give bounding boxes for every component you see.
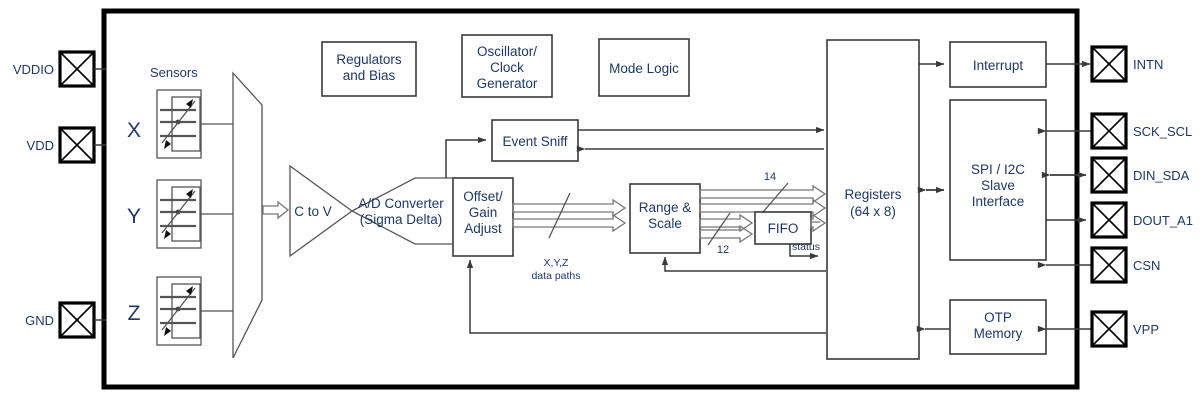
pad-csn: CSN bbox=[1037, 246, 1160, 284]
pad-vdd-label: VDD bbox=[27, 138, 54, 153]
fifo-status-label: status bbox=[792, 241, 820, 253]
sensor-z-axis-label: Z bbox=[128, 302, 141, 325]
bus-width-12-label: 12 bbox=[717, 244, 729, 256]
block-oscillator-clock-generator: Oscillator/ Clock Generator bbox=[461, 34, 553, 98]
block-offset-gain-label-2: Gain bbox=[469, 205, 498, 220]
pad-vddio: VDDIO bbox=[13, 50, 106, 88]
sensor-x-axis-label: X bbox=[127, 119, 141, 142]
pad-sck-scl-label: SCK_SCL bbox=[1133, 124, 1192, 139]
block-regulators-and-bias: Regulators and Bias bbox=[321, 41, 417, 97]
sensor-x: X bbox=[127, 89, 240, 159]
pad-vdd: VDD bbox=[27, 126, 106, 164]
pad-vpp: VPP bbox=[1037, 310, 1159, 348]
block-regulators-label-1: Regulators bbox=[336, 52, 402, 67]
block-spi-label-1: SPI / I2C bbox=[971, 162, 1025, 177]
block-adc: A/D Converter (Sigma Delta) bbox=[350, 177, 457, 245]
block-spi-i2c-slave-interface: SPI / I2C Slave Interface bbox=[949, 99, 1047, 261]
chip-boundary bbox=[101, 8, 1080, 390]
block-oscillator-label-1: Oscillator/ bbox=[477, 44, 537, 59]
block-oscillator-label-3: Generator bbox=[477, 76, 538, 91]
block-offset-gain-adjust: Offset/ Gain Adjust bbox=[452, 177, 514, 257]
block-interrupt-label: Interrupt bbox=[973, 58, 1024, 73]
bus-fifo-to-registers bbox=[810, 213, 827, 233]
sensor-multiplexer bbox=[232, 71, 263, 359]
pad-sck-scl: SCK_SCL bbox=[1037, 112, 1192, 150]
sensor-y: Y bbox=[127, 179, 240, 249]
block-registers-label-2: (64 x 8) bbox=[850, 204, 896, 219]
block-otp-label-1: OTP bbox=[984, 310, 1012, 325]
sensors-group-label: Sensors bbox=[150, 65, 198, 80]
block-offset-gain-label-3: Adjust bbox=[464, 221, 502, 236]
block-range-scale-label-2: Scale bbox=[648, 216, 682, 231]
sensor-z: Z bbox=[128, 276, 240, 346]
bus-width-14-label: 14 bbox=[764, 171, 776, 183]
pad-dout-a1-label: DOUT_A1 bbox=[1133, 213, 1193, 228]
bus-mux-to-ctov bbox=[262, 200, 290, 220]
pad-din-sda-label: DIN_SDA bbox=[1133, 168, 1190, 183]
block-fifo-label: FIFO bbox=[768, 221, 799, 236]
block-range-scale-label-1: Range & bbox=[639, 200, 692, 215]
block-otp-label-2: Memory bbox=[974, 326, 1023, 341]
block-mode-logic-label: Mode Logic bbox=[609, 61, 679, 76]
bus-rangescale-to-registers-14bit bbox=[699, 182, 827, 218]
pad-gnd: GND bbox=[25, 301, 106, 339]
bus-rangescale-to-fifo-12bit bbox=[699, 212, 754, 246]
wire-registers-to-offsetgain bbox=[466, 259, 826, 334]
block-event-sniff: Event Sniff bbox=[491, 119, 579, 162]
block-mode-logic: Mode Logic bbox=[598, 38, 690, 97]
block-registers-label-1: Registers bbox=[844, 187, 901, 202]
block-interrupt: Interrupt bbox=[949, 41, 1047, 88]
pad-din-sda: DIN_SDA bbox=[1041, 156, 1190, 194]
block-event-sniff-label: Event Sniff bbox=[502, 134, 567, 149]
data-paths-label-1: X,Y,Z bbox=[544, 257, 569, 269]
block-c-to-v: C to V bbox=[289, 164, 354, 258]
pad-gnd-label: GND bbox=[25, 313, 54, 328]
wire-fifo-status-to-registers bbox=[789, 244, 819, 260]
block-regulators-label-2: and Bias bbox=[343, 68, 396, 83]
pad-intn: INTN bbox=[1046, 45, 1163, 83]
wire-offsetgain-to-eventsniff bbox=[445, 136, 487, 178]
block-fifo: FIFO bbox=[754, 211, 812, 245]
block-offset-gain-label-1: Offset/ bbox=[463, 189, 503, 204]
block-registers: Registers (64 x 8) bbox=[826, 39, 920, 360]
block-otp-memory: OTP Memory bbox=[949, 299, 1047, 355]
data-paths-label-2: data paths bbox=[531, 270, 580, 282]
pad-intn-label: INTN bbox=[1133, 57, 1163, 72]
block-oscillator-label-2: Clock bbox=[490, 60, 524, 75]
block-adc-label-1: A/D Converter bbox=[358, 196, 444, 211]
pad-vddio-label: VDDIO bbox=[13, 62, 54, 77]
bus-offsetgain-to-rangescale bbox=[512, 192, 627, 239]
block-spi-label-3: Interface bbox=[972, 194, 1025, 209]
pad-dout-a1: DOUT_A1 bbox=[1046, 201, 1193, 239]
block-spi-label-2: Slave bbox=[981, 178, 1015, 193]
block-adc-label-2: (Sigma Delta) bbox=[360, 212, 443, 227]
block-range-and-scale: Range & Scale bbox=[629, 183, 701, 254]
block-c-to-v-label: C to V bbox=[294, 204, 332, 219]
wire-registers-to-rangescale bbox=[661, 256, 826, 272]
pad-csn-label: CSN bbox=[1133, 258, 1160, 273]
sensor-y-axis-label: Y bbox=[127, 205, 141, 228]
pad-vpp-label: VPP bbox=[1133, 322, 1159, 337]
